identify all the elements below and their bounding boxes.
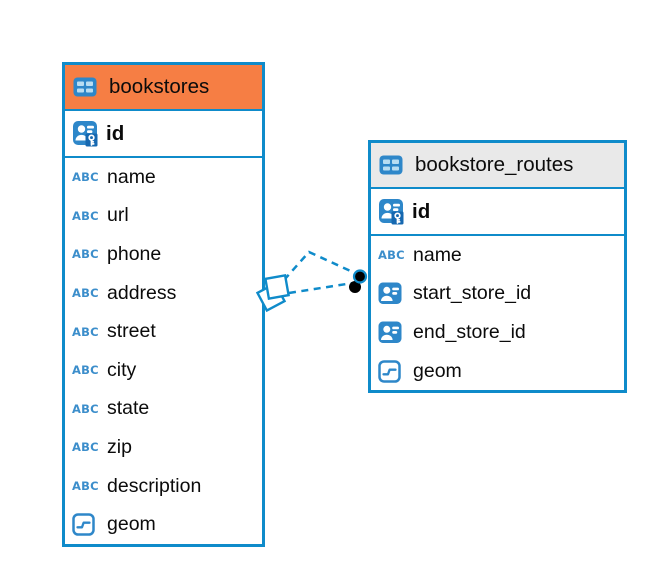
column-row-id[interactable]: id [371, 189, 624, 236]
column-row-description[interactable]: ABC description [65, 467, 262, 506]
text-type-icon: ABC [72, 247, 99, 262]
text-type-icon: ABC [72, 479, 99, 494]
column-row-city[interactable]: ABC city [65, 351, 262, 390]
table-title: bookstore_routes [415, 153, 574, 176]
column-name: street [107, 320, 156, 343]
table-title: bookstores [109, 75, 210, 98]
table-header[interactable]: bookstore_routes [371, 143, 624, 189]
column-name: id [106, 121, 125, 145]
column-name: name [107, 165, 156, 188]
diamond-front[interactable] [264, 274, 290, 300]
foreign-key-icon [378, 282, 405, 305]
primary-key-icon [378, 198, 405, 225]
text-type-icon: ABC [72, 440, 99, 455]
column-name: phone [107, 242, 162, 265]
column-row-zip[interactable]: ABC zip [65, 428, 262, 467]
text-type-icon: ABC [72, 208, 99, 223]
text-type-icon: ABC [72, 363, 99, 378]
column-row-name[interactable]: ABC name [65, 158, 262, 197]
column-name: address [107, 281, 177, 304]
column-name: name [413, 243, 462, 266]
relationship-line-lower[interactable] [288, 281, 354, 295]
table-icon [379, 155, 406, 175]
dot-front[interactable] [352, 269, 368, 284]
text-type-icon: ABC [72, 170, 99, 185]
relationship-bookstores-to-routes[interactable] [255, 250, 368, 313]
geometry-type-icon [378, 359, 405, 383]
dot-back[interactable] [349, 281, 361, 293]
column-row-phone[interactable]: ABC phone [65, 235, 262, 274]
column-name: state [107, 397, 150, 420]
column-row-name[interactable]: ABC name [371, 236, 624, 275]
relationship-line-upper[interactable] [283, 250, 358, 281]
column-name: end_store_id [413, 320, 526, 343]
table-icon [73, 77, 100, 97]
column-name: url [107, 204, 129, 227]
column-row-id[interactable]: id [65, 111, 262, 158]
column-row-geom[interactable]: geom [65, 505, 262, 544]
column-row-street[interactable]: ABC street [65, 312, 262, 351]
column-row-url[interactable]: ABC url [65, 197, 262, 236]
column-row-address[interactable]: ABC address [65, 274, 262, 313]
column-row-start_store_id[interactable]: start_store_id [371, 275, 624, 314]
text-type-icon: ABC [72, 401, 99, 416]
geometry-type-icon [72, 513, 99, 536]
column-name: id [412, 199, 431, 223]
text-type-icon: ABC [72, 324, 99, 339]
column-name: geom [107, 513, 156, 536]
foreign-key-icon [378, 321, 405, 344]
column-name: geom [413, 359, 462, 382]
text-type-icon: ABC [72, 286, 99, 301]
column-name: description [107, 474, 202, 497]
column-row-end_store_id[interactable]: end_store_id [371, 313, 624, 352]
relationship-target-dot-marker[interactable] [349, 269, 368, 294]
text-type-icon: ABC [378, 248, 405, 263]
column-name: start_store_id [413, 282, 532, 305]
primary-key-icon [72, 120, 99, 147]
table-header[interactable]: bookstores [65, 65, 262, 111]
column-row-state[interactable]: ABC state [65, 390, 262, 429]
relationship-source-diamond-marker[interactable] [255, 274, 290, 313]
column-name: zip [107, 435, 132, 458]
column-name: city [107, 358, 137, 381]
column-row-geom[interactable]: geom [371, 352, 624, 391]
